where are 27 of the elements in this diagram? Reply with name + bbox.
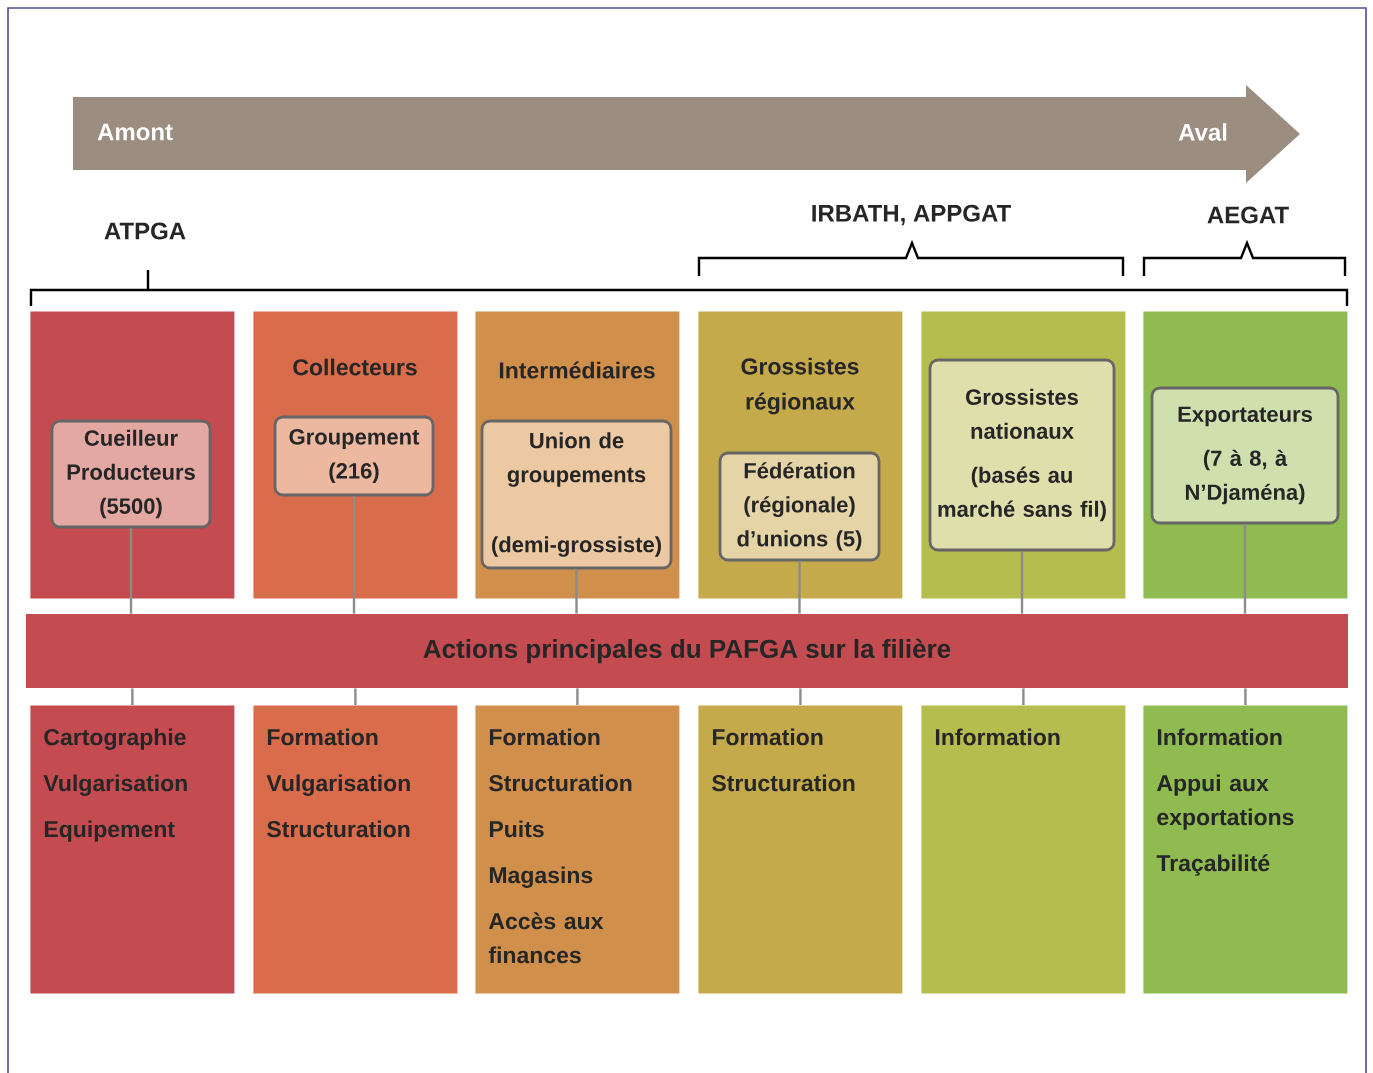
connector-line (1244, 688, 1247, 705)
connector-line (354, 688, 357, 705)
connector-line (576, 688, 579, 705)
actor-box: Cueilleur Producteurs (5500) (50, 419, 212, 529)
action-box: Information Appui aux exportations Traçabilité (1143, 705, 1348, 994)
connector-line (352, 496, 356, 614)
group-label: AEGAT (1207, 206, 1289, 224)
group-label: ATPGA (104, 222, 186, 240)
actor-box: Grossistes nationaux (basés au marché sans fil) (928, 358, 1116, 552)
connector-line (129, 528, 133, 614)
connector-line (575, 569, 578, 614)
actor-box: Union de groupements (demi-grossiste) (480, 419, 673, 570)
banner: Actions principales du PAFGA sur la filière (26, 614, 1348, 688)
connector-line (1022, 688, 1025, 705)
action-box: Formation Structuration (698, 705, 903, 994)
actor-box: Groupement (216) (273, 415, 435, 497)
action-box: Cartographie Vulgarisation Equipement (30, 705, 235, 994)
actor-box: Exportateurs (7 à 8, à N’Djaména) (1150, 386, 1340, 525)
connector-line (131, 688, 134, 705)
connector-line (799, 688, 802, 705)
action-box: Information (921, 705, 1126, 994)
action-box: Formation Structuration Puits Magasins Accès aux finances (475, 705, 680, 994)
actor-box: Fédération (régionale) d’unions (5) (718, 451, 881, 562)
connector-line (798, 561, 801, 614)
connector-line (1020, 551, 1024, 614)
connector-line (1243, 524, 1247, 614)
action-box: Formation Vulgarisation Structuration (253, 705, 458, 994)
